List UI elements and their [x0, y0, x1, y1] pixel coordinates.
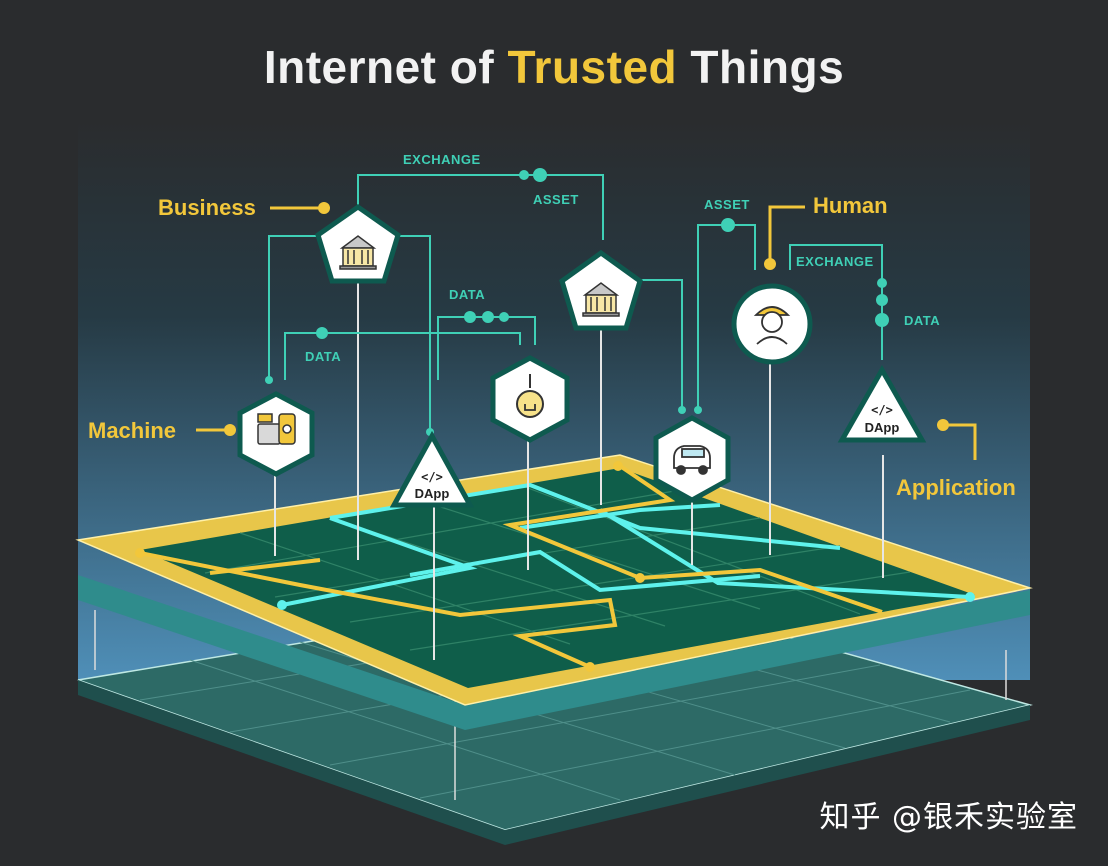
middle-layer [78, 575, 1030, 730]
top-layer [75, 454, 1033, 706]
business-node-right [559, 249, 643, 331]
drop-lines [274, 280, 884, 660]
machine-node [237, 391, 315, 477]
building-icon [582, 282, 620, 317]
flow-asset-top: ASSET [533, 192, 579, 207]
flow-exchange-right: EXCHANGE [796, 254, 874, 269]
dapp-node-right: </> DApp [837, 364, 927, 443]
device-node [490, 355, 570, 443]
label-application: Application [896, 475, 1016, 500]
lightbulb-icon [516, 374, 544, 418]
flow-exchange-top: EXCHANGE [403, 152, 481, 167]
human-node [731, 283, 813, 365]
callout-dots [224, 202, 949, 436]
connector-dots [265, 168, 889, 436]
label-business: Business [158, 195, 256, 220]
flow-data-right: DATA [904, 313, 940, 328]
car-icon [673, 445, 711, 475]
flow-data-middle: DATA [449, 287, 485, 302]
wallet-phone-icon [257, 413, 296, 445]
title-accent: Trusted [507, 41, 678, 93]
dapp-code-icon-left: </> [421, 470, 443, 484]
callout-lines [196, 205, 977, 460]
flow-data-left: DATA [305, 349, 341, 364]
business-node-left [315, 203, 401, 284]
flow-asset-right: ASSET [704, 197, 750, 212]
title-suffix: Things [690, 41, 845, 93]
dapp-label-right: DApp [865, 420, 900, 435]
dapp-node-left: </> DApp [389, 430, 475, 508]
person-icon [753, 306, 791, 345]
vehicle-node [653, 415, 731, 503]
label-machine: Machine [88, 418, 176, 443]
dapp-label-left: DApp [415, 486, 450, 501]
title-prefix: Internet of [263, 41, 495, 93]
page-title: Internet of Trusted Things [0, 40, 1108, 94]
watermark: 知乎 @银禾实验室 [819, 800, 1078, 835]
label-human: Human [813, 193, 888, 218]
dapp-code-icon-right: </> [871, 403, 893, 417]
building-icon [339, 235, 377, 270]
